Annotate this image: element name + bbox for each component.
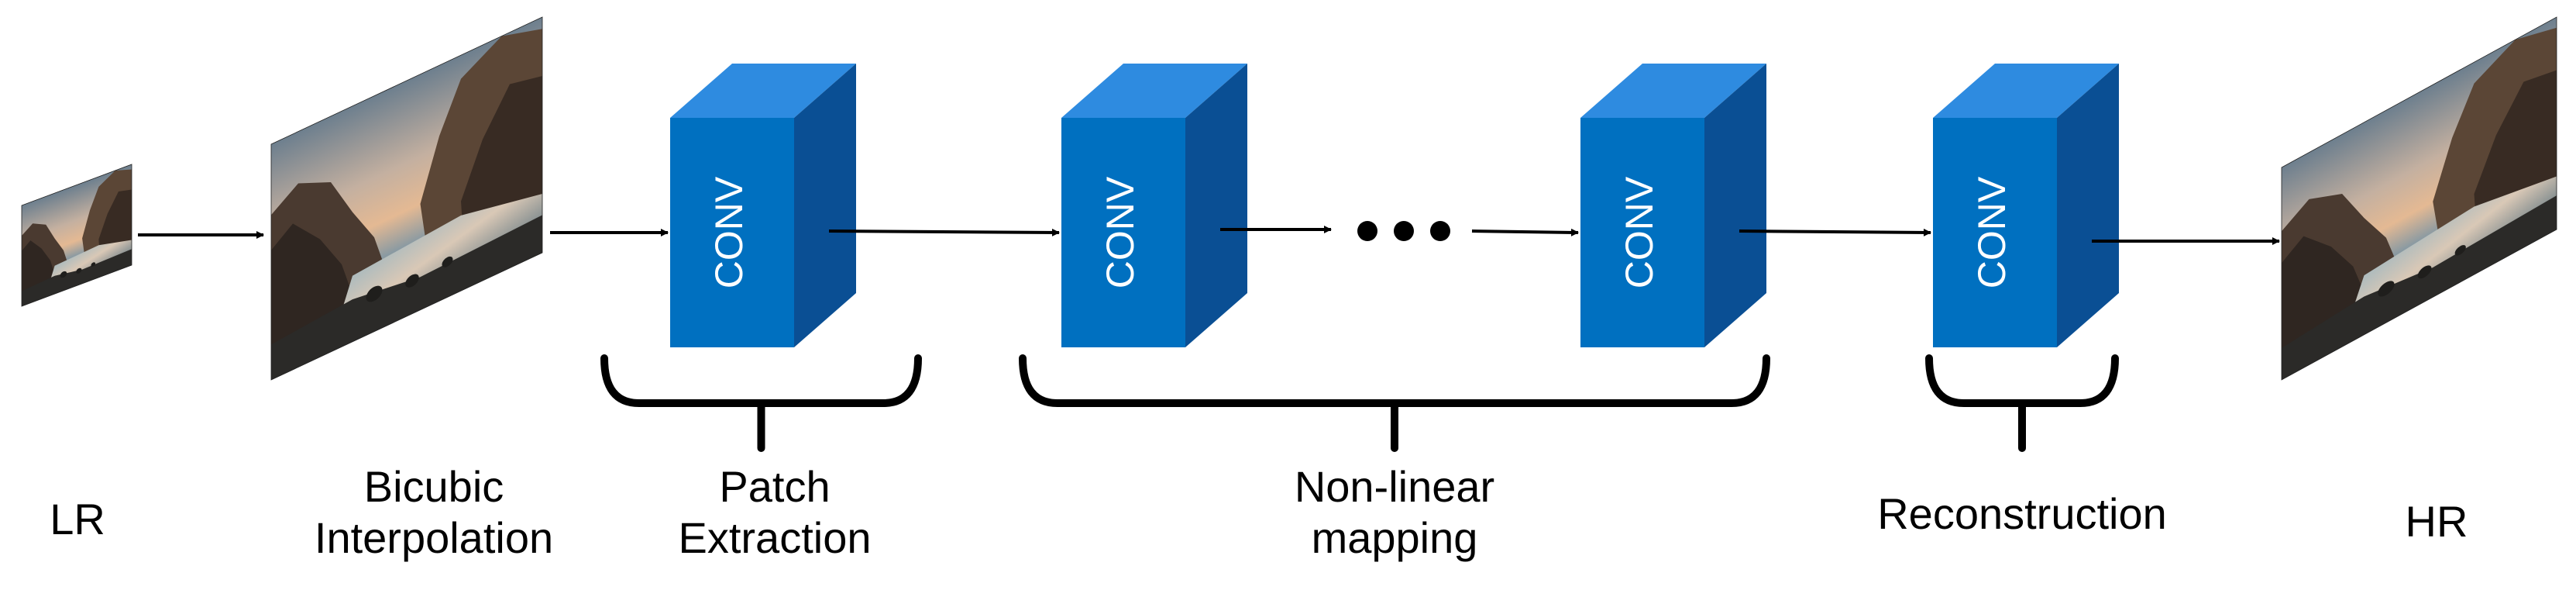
label-reconstruction: Reconstruction [1877, 489, 2167, 538]
label-non-linear-mapping: Non-linear mapping [1294, 462, 1495, 562]
flow-arrow-3 [828, 228, 1060, 236]
brace-patch-extraction [600, 354, 922, 452]
label-hr: HR [2405, 497, 2468, 546]
flow-arrow-5 [1471, 228, 1579, 236]
conv-label: CONV [1970, 176, 2014, 288]
ellipsis-dots [1357, 221, 1450, 241]
label-bicubic-interpolation: Bicubic Interpolation [314, 462, 554, 562]
conv-label: CONV [707, 176, 751, 288]
upscaled-landscape-image [271, 17, 542, 380]
brace-reconstruction [1925, 354, 2119, 452]
label-lr: LR [50, 495, 105, 543]
high-resolution-landscape-image [2282, 17, 2557, 380]
brace-non-linear-mapping [1019, 354, 1770, 452]
conv-block-patch-extraction: CONV [670, 64, 856, 347]
conv-block-reconstruction: CONV [1933, 64, 2119, 347]
flow-arrow-6 [1739, 228, 1931, 236]
conv-label: CONV [1618, 176, 1661, 288]
conv-block-mapping-1: CONV [1061, 64, 1247, 347]
low-resolution-landscape-image [22, 164, 132, 306]
conv-label: CONV [1099, 176, 1142, 288]
conv-block-mapping-2: CONV [1580, 64, 1766, 347]
label-patch-extraction: Patch Extraction [678, 462, 872, 562]
